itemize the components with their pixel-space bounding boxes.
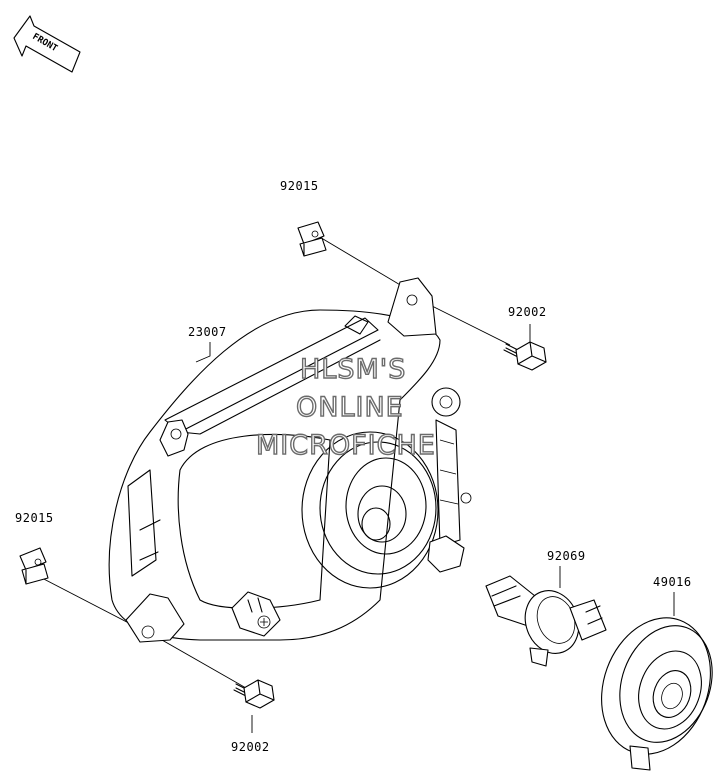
bulb[interactable]	[485, 575, 607, 667]
headlight-housing[interactable]	[108, 277, 472, 643]
part-number-92015-lower[interactable]: 92015	[15, 511, 54, 525]
watermark-line-1: HLSM'S	[300, 354, 406, 385]
part-number-23007[interactable]: 23007	[188, 325, 227, 339]
front-direction-marker: FRONT	[13, 15, 81, 73]
part-number-92069[interactable]: 92069	[547, 549, 586, 563]
clip-nut-upper[interactable]	[297, 221, 327, 257]
part-number-92002-upper[interactable]: 92002	[508, 305, 547, 319]
watermark: HLSM'S ONLINE MICROFICHE	[255, 353, 436, 461]
watermark-line-2: ONLINE	[296, 392, 404, 423]
bulb-cover[interactable]	[583, 602, 723, 771]
bolt-upper[interactable]	[503, 341, 547, 371]
part-number-92015-upper[interactable]: 92015	[280, 179, 319, 193]
part-number-92002-lower[interactable]: 92002	[231, 740, 270, 754]
watermark-line-3: MICROFICHE	[256, 430, 436, 461]
clip-nut-lower[interactable]	[19, 547, 49, 585]
front-arrow-icon	[13, 15, 81, 73]
part-number-49016[interactable]: 49016	[653, 575, 692, 589]
bolt-lower[interactable]	[233, 679, 275, 709]
leader-lines	[37, 235, 675, 733]
